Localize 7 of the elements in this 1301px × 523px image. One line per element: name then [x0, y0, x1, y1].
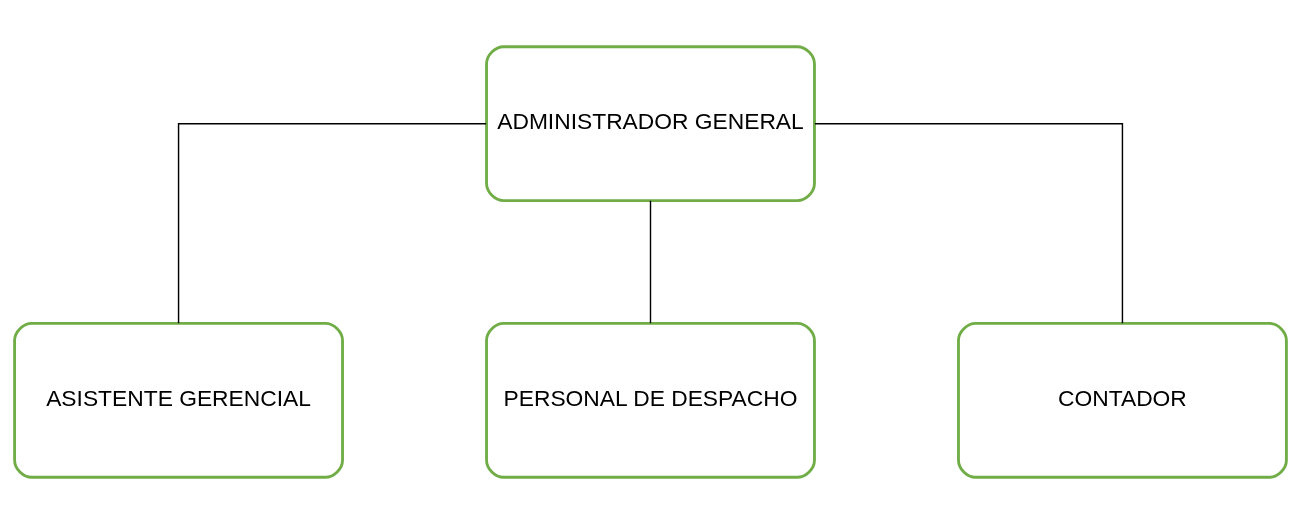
- connector: [177, 122, 487, 324]
- node-box: ADMINISTRADOR GENERAL: [485, 44, 816, 202]
- node-box: PERSONAL DE DESPACHO: [485, 321, 816, 479]
- connector: [814, 122, 1124, 324]
- node-box: CONTADOR: [957, 321, 1288, 479]
- node-box: ASISTENTE GERENCIAL: [13, 321, 344, 479]
- connector: [649, 199, 652, 324]
